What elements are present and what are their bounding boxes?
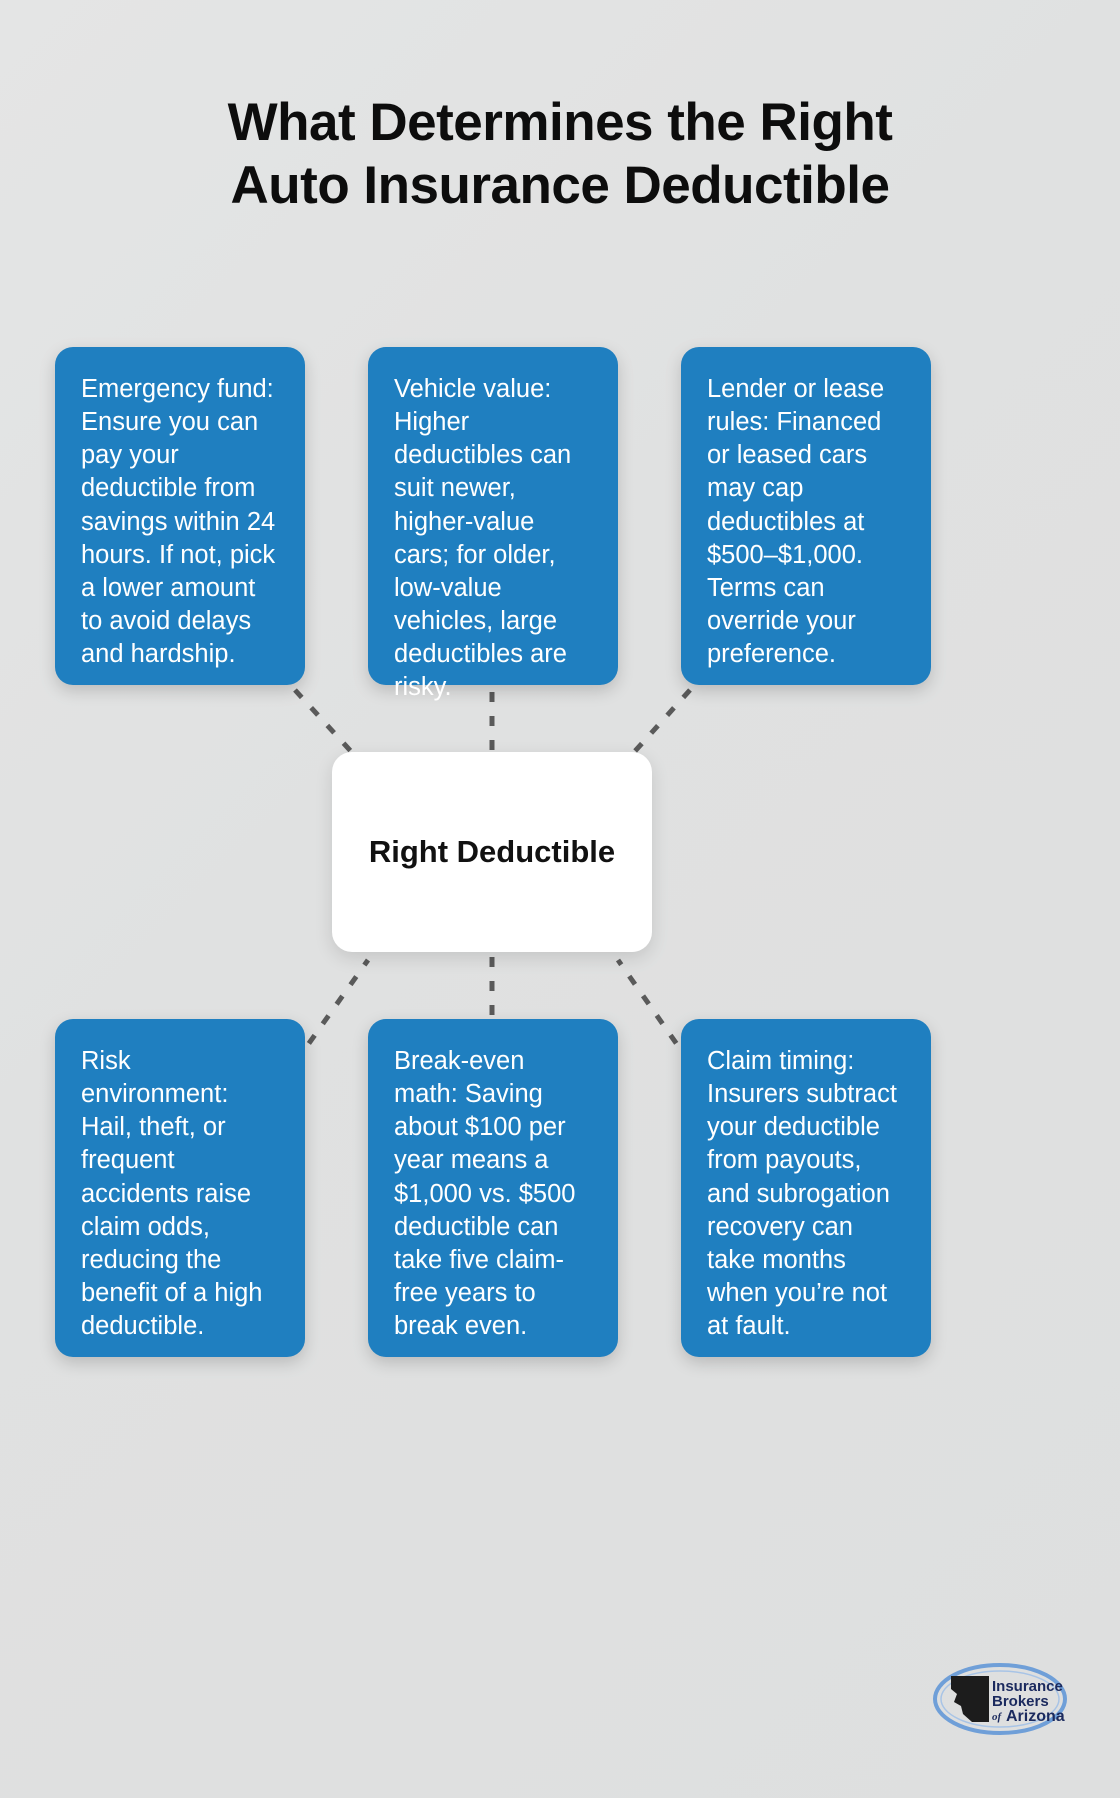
card-risk-environment-text: Risk environment: Hail, theft, or freque…	[81, 1047, 263, 1341]
logo-insurance-brokers-of-arizona[interactable]: Insurance Brokers of Arizona	[932, 1658, 1068, 1740]
card-vehicle-value[interactable]: Vehicle value: Higher deductibles can su…	[368, 347, 618, 701]
card-break-even-math-text: Break-even math: Saving about $100 per y…	[394, 1047, 576, 1341]
center-node-label: Right Deductible	[368, 834, 616, 869]
page-title-line-1: What Determines the Right	[227, 93, 893, 152]
card-vehicle-value-text: Vehicle value: Higher deductibles can su…	[394, 375, 572, 702]
page-title: What Determines the Right Auto Insurance…	[60, 92, 1060, 217]
card-emergency-fund-text: Emergency fund: Ensure you can pay your …	[81, 375, 276, 669]
card-lender-or-lease-rules-text: Lender or lease rules: Financed or lease…	[707, 375, 885, 669]
connector-bottom-left	[292, 958, 371, 1065]
page-title-line-2: Auto Insurance Deductible	[230, 155, 890, 215]
logo-ring-icon	[933, 1663, 1067, 1735]
card-break-even-math[interactable]: Break-even math: Saving about $100 per y…	[368, 1019, 618, 1357]
logo-text-line-3: Arizona	[1006, 1708, 1065, 1725]
connector-bottom-right	[615, 958, 693, 1065]
card-emergency-fund[interactable]: Emergency fund: Ensure you can pay your …	[55, 347, 305, 685]
center-node-right-deductible[interactable]: Right Deductible	[332, 752, 652, 952]
logo-text-line-2: Brokers	[992, 1693, 1049, 1710]
logo-text-line-3-prefix: of	[992, 1711, 1003, 1723]
arizona-state-icon	[951, 1676, 989, 1722]
logo-text-line-1: Insurance	[992, 1678, 1063, 1695]
card-risk-environment[interactable]: Risk environment: Hail, theft, or freque…	[55, 1019, 305, 1357]
card-lender-or-lease-rules[interactable]: Lender or lease rules: Financed or lease…	[681, 347, 931, 685]
card-claim-timing-text: Claim timing: Insurers subtract your ded…	[707, 1047, 897, 1341]
card-claim-timing[interactable]: Claim timing: Insurers subtract your ded…	[681, 1019, 931, 1357]
